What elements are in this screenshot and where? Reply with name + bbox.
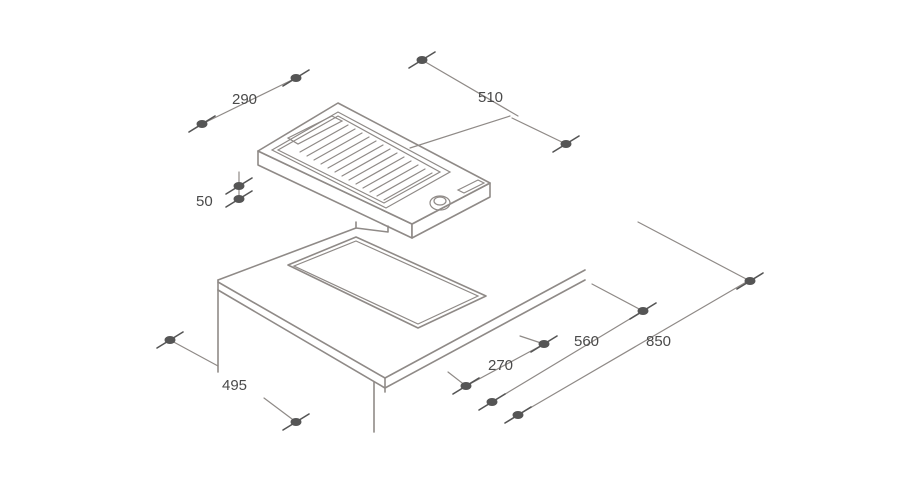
cutout-inner [292, 240, 480, 325]
label-270: 270 [488, 357, 513, 374]
dimension-dot [538, 340, 550, 348]
dimension-lines [169, 59, 751, 423]
grill-top-surface [257, 102, 491, 225]
dimension-dot [290, 418, 302, 426]
dimension-labels: 290 510 50 495 270 560 850 [196, 89, 671, 394]
countertop-back-edge [217, 227, 357, 281]
dimension-dot [486, 398, 498, 406]
dimension-dot [460, 382, 472, 390]
grill-unit [257, 102, 491, 239]
dimension-dot [637, 307, 649, 315]
dimension-dot [560, 140, 572, 148]
dimension-dot [744, 277, 756, 285]
dimension-dot [512, 411, 524, 419]
label-560: 560 [574, 333, 599, 350]
grill-underbody [355, 221, 389, 233]
label-50: 50 [196, 193, 213, 210]
countertop [217, 227, 586, 433]
label-495: 495 [222, 377, 247, 394]
cutout-outer [287, 236, 487, 329]
dimension-dot [233, 182, 245, 190]
dimension-dot [290, 74, 302, 82]
countertop-thickness [217, 279, 586, 389]
label-510: 510 [478, 89, 503, 106]
grill-ribs [299, 124, 433, 201]
cutout [287, 236, 487, 329]
dimension-dot [196, 120, 208, 128]
dimension-dot [416, 56, 428, 64]
dimension-markers [156, 51, 764, 431]
indicator-light [456, 179, 486, 194]
countertop-front-edge [217, 269, 586, 379]
control-knob-icon [429, 195, 451, 211]
label-850: 850 [646, 333, 671, 350]
grease-channel [286, 115, 344, 145]
label-290: 290 [232, 91, 257, 108]
dimension-dot [164, 336, 176, 344]
dimension-dot [233, 195, 245, 203]
